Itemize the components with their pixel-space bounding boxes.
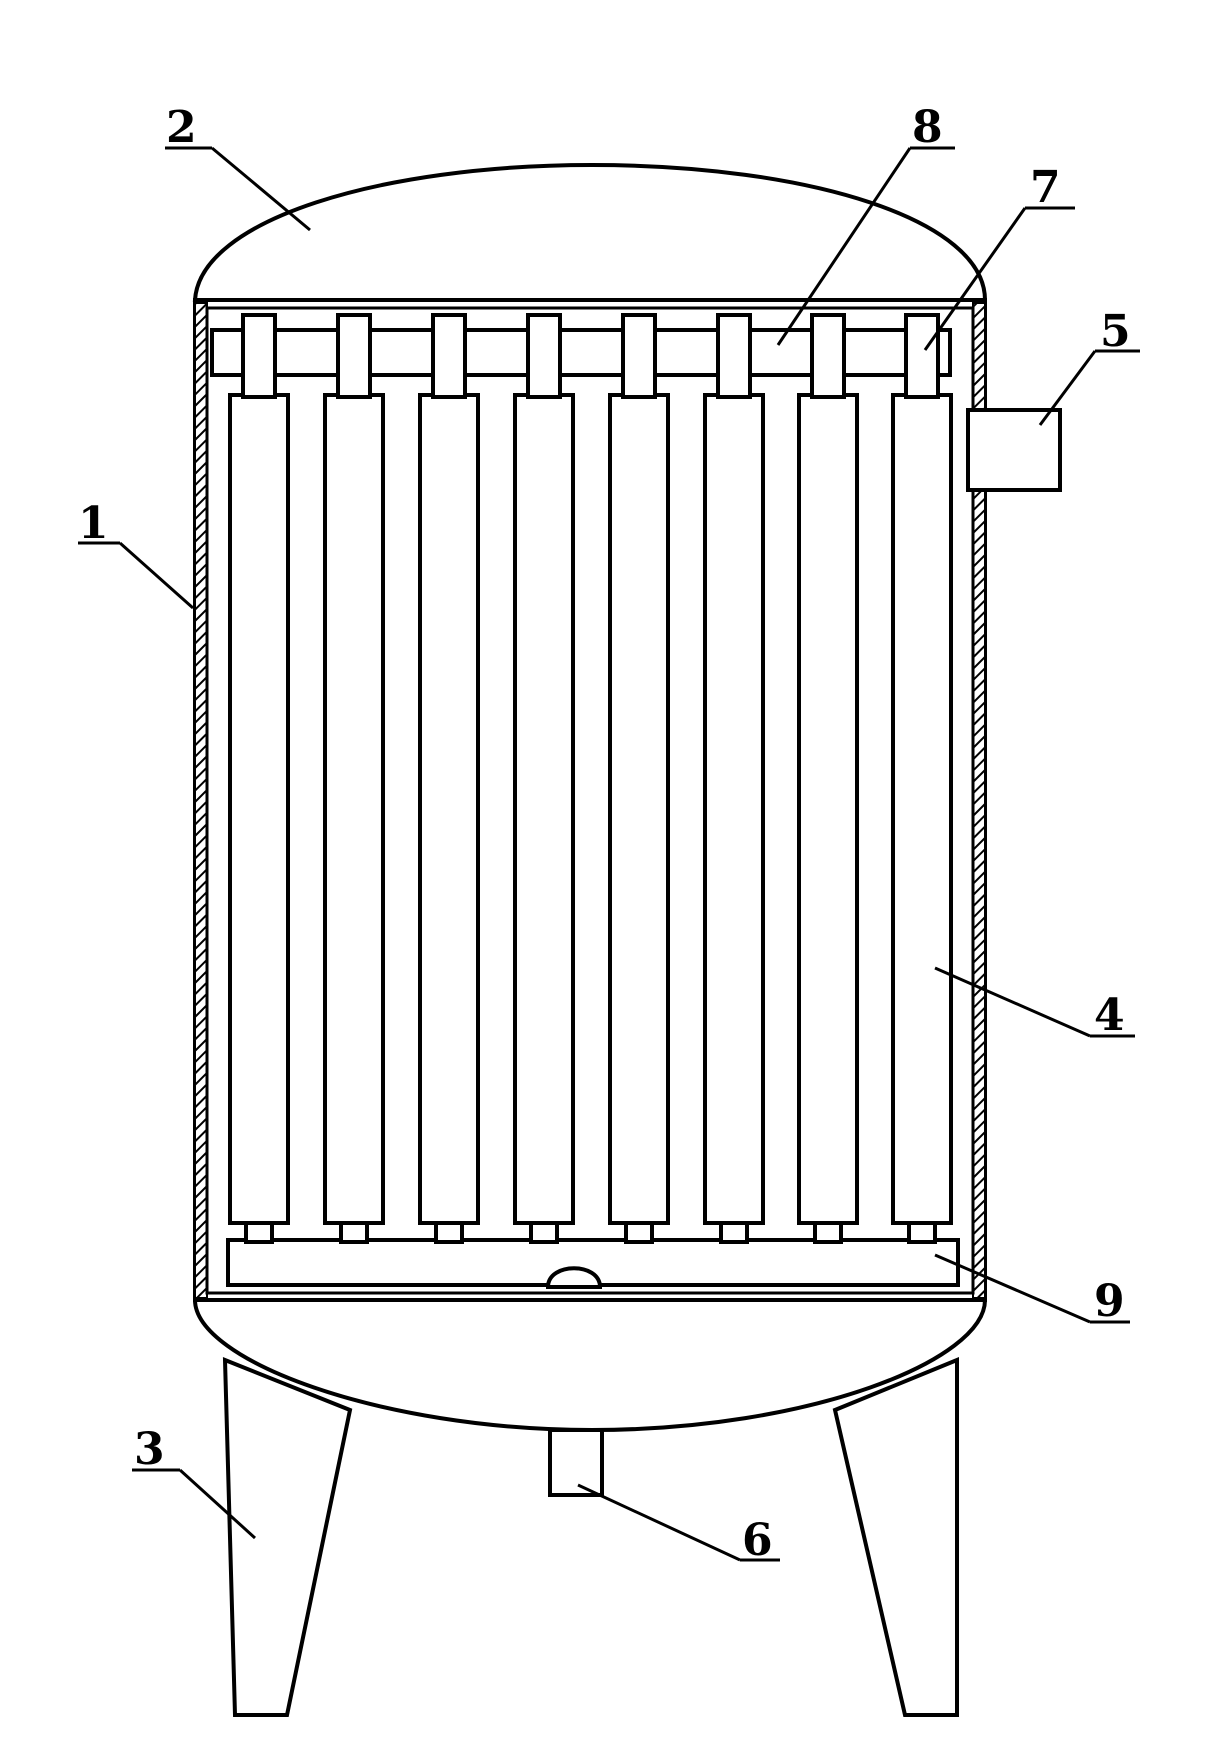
leader-1-pointer [119,541,194,610]
shell-wall-left [194,302,208,1299]
filter-tube-cap [431,313,467,399]
filter-tube [323,393,385,1225]
filter-tube [228,393,290,1225]
filter-tube [608,393,670,1225]
outlet-pipe [548,1428,604,1497]
filter-tube-cap [336,313,372,399]
leader-7-pointer [923,207,1027,351]
leader-4-pointer [934,966,1091,1038]
label-shell: 1 [78,498,109,549]
leader-8-pointer [776,147,912,346]
filter-tube [891,393,953,1225]
side-box [966,408,1062,492]
filter-tube [513,393,575,1225]
filter-tube-cap [716,313,752,399]
inner-liner [205,306,975,1295]
label-bottom-collector: 9 [1094,1276,1125,1327]
top-head [192,162,988,302]
filter-tube-cap [241,313,277,399]
filter-tube-group [228,313,953,1244]
label-leg: 3 [134,1424,165,1475]
filter-tube-cap [621,313,657,399]
shell-body [193,298,987,1302]
label-tube-cap: 7 [1030,162,1061,213]
collector-boss [545,1266,603,1289]
label-outlet-pipe: 6 [742,1515,773,1566]
label-top-head: 2 [166,102,197,153]
label-filter-tube: 4 [1094,990,1125,1041]
leader-3-pointer [178,1468,257,1540]
filter-tube [418,393,480,1225]
filter-tube-cap [810,313,846,399]
filter-tube-cap [526,313,562,399]
label-top-header: 8 [912,102,943,153]
label-side-box: 5 [1100,306,1131,357]
leader-9-pointer [934,1253,1091,1324]
filter-tube [797,393,859,1225]
filter-tube [703,393,765,1225]
filter-tube-cap [904,313,940,399]
leader-lines [78,146,1140,1562]
leader-2-pointer [211,146,311,232]
left-leg [222,1357,353,1717]
leader-6-pointer [577,1483,741,1562]
right-leg [832,1357,959,1717]
leader-5-pointer [1038,350,1097,426]
